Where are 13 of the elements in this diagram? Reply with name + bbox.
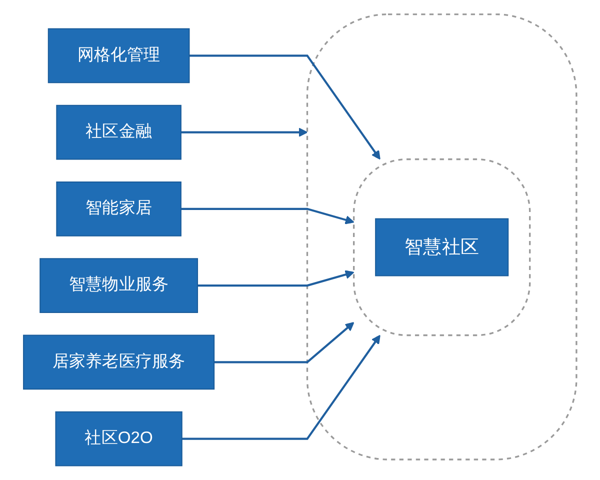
arrow xyxy=(182,334,380,440)
label-box: 居家养老医疗服务 xyxy=(23,334,215,390)
arrow xyxy=(180,128,308,137)
arrow xyxy=(214,322,354,364)
label-box: 智慧社区 xyxy=(375,218,509,276)
arrow xyxy=(198,270,354,287)
label-box: 智慧物业服务 xyxy=(40,258,198,313)
label-box: 智能家居 xyxy=(56,182,182,236)
label-box: 社区金融 xyxy=(56,104,182,160)
arrow xyxy=(180,208,354,224)
label-box: 社区O2O xyxy=(55,411,182,466)
label-box: 网格化管理 xyxy=(48,28,190,84)
arrow xyxy=(189,54,380,160)
